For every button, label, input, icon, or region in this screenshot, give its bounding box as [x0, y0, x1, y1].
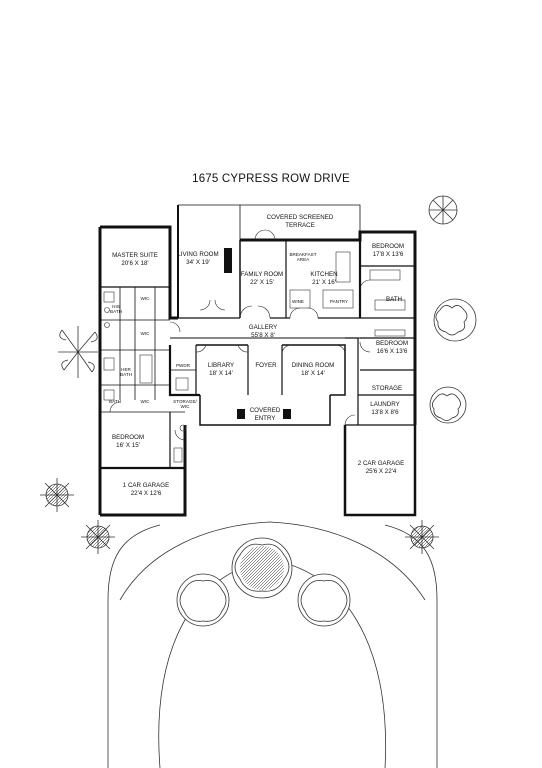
tree-center-icon — [231, 537, 293, 599]
label-wic-1: WIC — [140, 296, 150, 301]
star-shrub-se-icon — [405, 520, 439, 554]
shrub-e2-icon — [429, 386, 467, 424]
room-gallery: GALLERY 55'8 X 8' — [249, 324, 277, 339]
shrub-e-icon — [433, 298, 477, 342]
walls — [98, 204, 417, 517]
room-dining-room: DINING ROOM 18' X 14' — [292, 362, 335, 377]
room-dims: 34' X 19' — [186, 258, 210, 266]
room-name: LAUNDRY — [370, 401, 400, 408]
room-foyer: FOYER — [255, 362, 276, 370]
landscaping — [40, 195, 477, 627]
room-dims: 21' X 16' — [312, 278, 336, 286]
room-bedroom-e: BEDROOM 16'6 X 13'6 — [376, 340, 408, 355]
room-dims: 13'8 X 8'6 — [371, 408, 399, 416]
room-garage-2: 2 CAR GARAGE 25'6 X 22'4 — [358, 460, 404, 475]
room-dims: 16'6 X 13'6 — [376, 347, 408, 355]
room-name: GALLERY — [248, 324, 278, 331]
room-family-room: FAMILY ROOM 22' X 15' — [241, 271, 283, 286]
room-covered-terrace: COVERED SCREENED TERRACE — [267, 214, 334, 229]
room-covered-entry: COVERED ENTRY — [250, 407, 281, 422]
shrub-ne-icon — [428, 195, 458, 225]
plan-title: 1675 CYPRESS ROW DRIVE — [192, 173, 350, 185]
label-bath: BATH — [109, 399, 121, 404]
room-dims: 22'4 X 12'6 — [130, 489, 162, 497]
room-name: COVERED ENTRY — [249, 407, 281, 422]
room-dims: 18' X 14' — [301, 369, 325, 377]
room-name: KITCHEN — [310, 271, 338, 278]
room-name: FAMILY ROOM — [240, 271, 284, 278]
room-name: STORAGE — [371, 385, 403, 392]
room-name: BEDROOM — [112, 434, 144, 441]
room-kitchen: KITCHEN 21' X 16' — [310, 271, 337, 286]
room-dims: 16' X 15' — [116, 441, 140, 449]
room-dims: 55'8 X 8' — [251, 331, 275, 339]
room-name: LIVING ROOM — [177, 251, 219, 258]
room-dims: 18' X 14' — [209, 369, 233, 377]
room-name: DINING ROOM — [291, 362, 335, 369]
room-storage: STORAGE — [372, 385, 402, 393]
label-wine: WINE — [292, 299, 304, 304]
room-name: COVERED SCREENED TERRACE — [266, 214, 334, 229]
label-pantry: PANTRY — [329, 299, 349, 304]
room-name: BREAKFAST AREA — [289, 252, 317, 263]
room-name: BEDROOM — [376, 340, 408, 347]
room-breakfast: BREAKFAST AREA — [289, 252, 316, 263]
room-library: LIBRARY 18' X 14' — [208, 362, 234, 377]
room-dims: 17'8 X 13'6 — [372, 250, 404, 258]
room-bedroom-w: BEDROOM 16' X 15' — [112, 434, 144, 449]
room-name: BATH — [385, 296, 403, 303]
room-bedroom-ne: BEDROOM 17'8 X 13'6 — [372, 243, 404, 258]
room-bath-e: BATH — [386, 296, 402, 304]
room-name: 2 CAR GARAGE — [357, 460, 405, 467]
room-living-room: LIVING ROOM 34' X 19' — [177, 251, 218, 266]
room-name: 1 CAR GARAGE — [122, 482, 170, 489]
label-pwdr: PWDR — [175, 363, 191, 368]
room-dims: 22' X 15' — [250, 278, 274, 286]
label-his-bath: HIS BATH — [110, 304, 122, 315]
label-wic-3: WIC — [140, 399, 150, 404]
tree-right-icon — [297, 573, 351, 627]
label-storage-wic: STORAGE/ WIC — [173, 399, 197, 410]
fixtures — [103, 248, 406, 463]
room-dims: 25'6 X 22'4 — [365, 467, 397, 475]
room-master-suite: MASTER SUITE 20'6 X 18' — [112, 252, 158, 267]
palm-w-icon — [58, 326, 98, 378]
room-name: FOYER — [255, 362, 277, 369]
room-garage-1: 1 CAR GARAGE 22'4 X 12'6 — [123, 482, 169, 497]
label-her-bath: HER BATH — [120, 367, 132, 378]
star-shrub-w-icon — [40, 478, 74, 512]
room-name: LIBRARY — [207, 362, 235, 369]
room-dims: 20'6 X 18' — [121, 259, 149, 267]
tree-left-icon — [176, 573, 230, 627]
star-shrub-sw-icon — [81, 520, 115, 554]
label-wic-2: WIC — [140, 331, 150, 336]
room-name: MASTER SUITE — [112, 252, 158, 259]
doors — [109, 229, 371, 441]
room-laundry: LAUNDRY 13'8 X 8'6 — [370, 401, 399, 416]
room-name: BEDROOM — [372, 243, 404, 250]
